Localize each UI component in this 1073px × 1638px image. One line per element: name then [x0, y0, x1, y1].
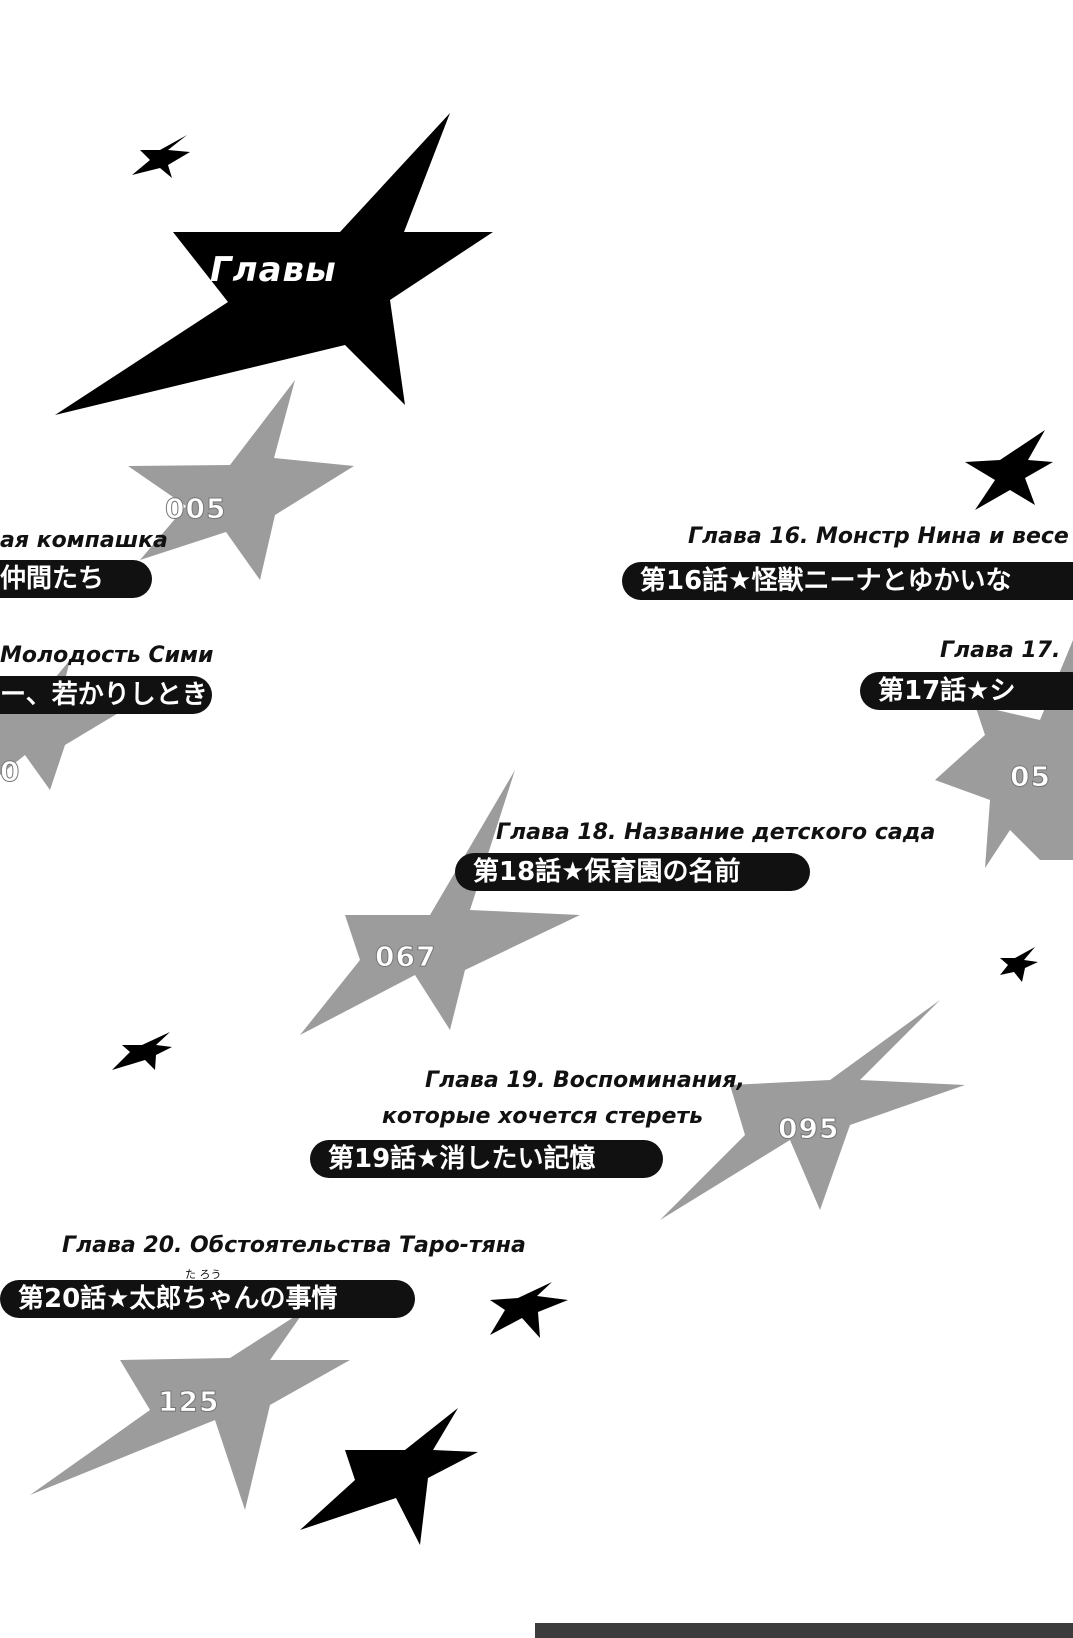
chapter-jp-title: 仲間たち: [0, 560, 152, 598]
star-icon: [965, 430, 1053, 510]
chapter-ru-title: Глава 17.: [940, 638, 1061, 663]
chapter-jp-title: ー、若かりしとき: [0, 676, 212, 714]
page-number: 125: [157, 1385, 220, 1419]
page-number: 067: [374, 940, 437, 974]
page-number: 0: [0, 755, 21, 789]
page-number: 05: [1010, 760, 1051, 794]
page-title: Главы: [210, 250, 337, 290]
chapter-jp-title: 第20話★太郎ちゃんの事情: [0, 1280, 415, 1318]
gray-star-icon: [128, 380, 354, 580]
star-icon: [1000, 947, 1038, 982]
page-number: 095: [777, 1112, 840, 1146]
chapter-jp-title: 第17話★シ: [860, 672, 1073, 710]
chapter-ru-title-line1: Глава 19. Воспоминания,: [425, 1068, 745, 1093]
star-icon: [300, 1408, 478, 1545]
chapter-ru-title-line2: которые хочется стереть: [382, 1104, 704, 1129]
gray-star-icon: [300, 770, 580, 1035]
chapter-ru-title: Глава 16. Монстр Нина и весе: [688, 524, 1069, 549]
star-icon: [112, 1032, 172, 1070]
gray-star-icon: [660, 1000, 965, 1220]
gray-star-icon: [0, 660, 120, 790]
chapter-jp-title: 第18話★保育園の名前: [455, 853, 810, 891]
chapter-ru-title: Глава 20. Обстоятельства Таро-тяна: [62, 1233, 526, 1258]
gray-star-icon: [935, 640, 1073, 868]
star-icon: [55, 113, 493, 415]
bottom-edge-bar: [535, 1623, 1073, 1638]
chapter-ru-title: ая компашка: [0, 528, 168, 553]
star-icon: [132, 135, 190, 178]
page-number: 005: [164, 492, 227, 526]
furigana: た ろう: [185, 1268, 222, 1281]
chapter-jp-title: 第19話★消したい記憶: [310, 1140, 663, 1178]
star-icon: [490, 1282, 568, 1338]
chapter-ru-title: Глава 18. Название детского сада: [496, 820, 936, 845]
chapter-ru-title: Молодость Сими: [0, 643, 214, 668]
gray-star-icon: [30, 1310, 350, 1510]
chapter-jp-title: 第16話★怪獣ニーナとゆかいな: [622, 562, 1073, 600]
